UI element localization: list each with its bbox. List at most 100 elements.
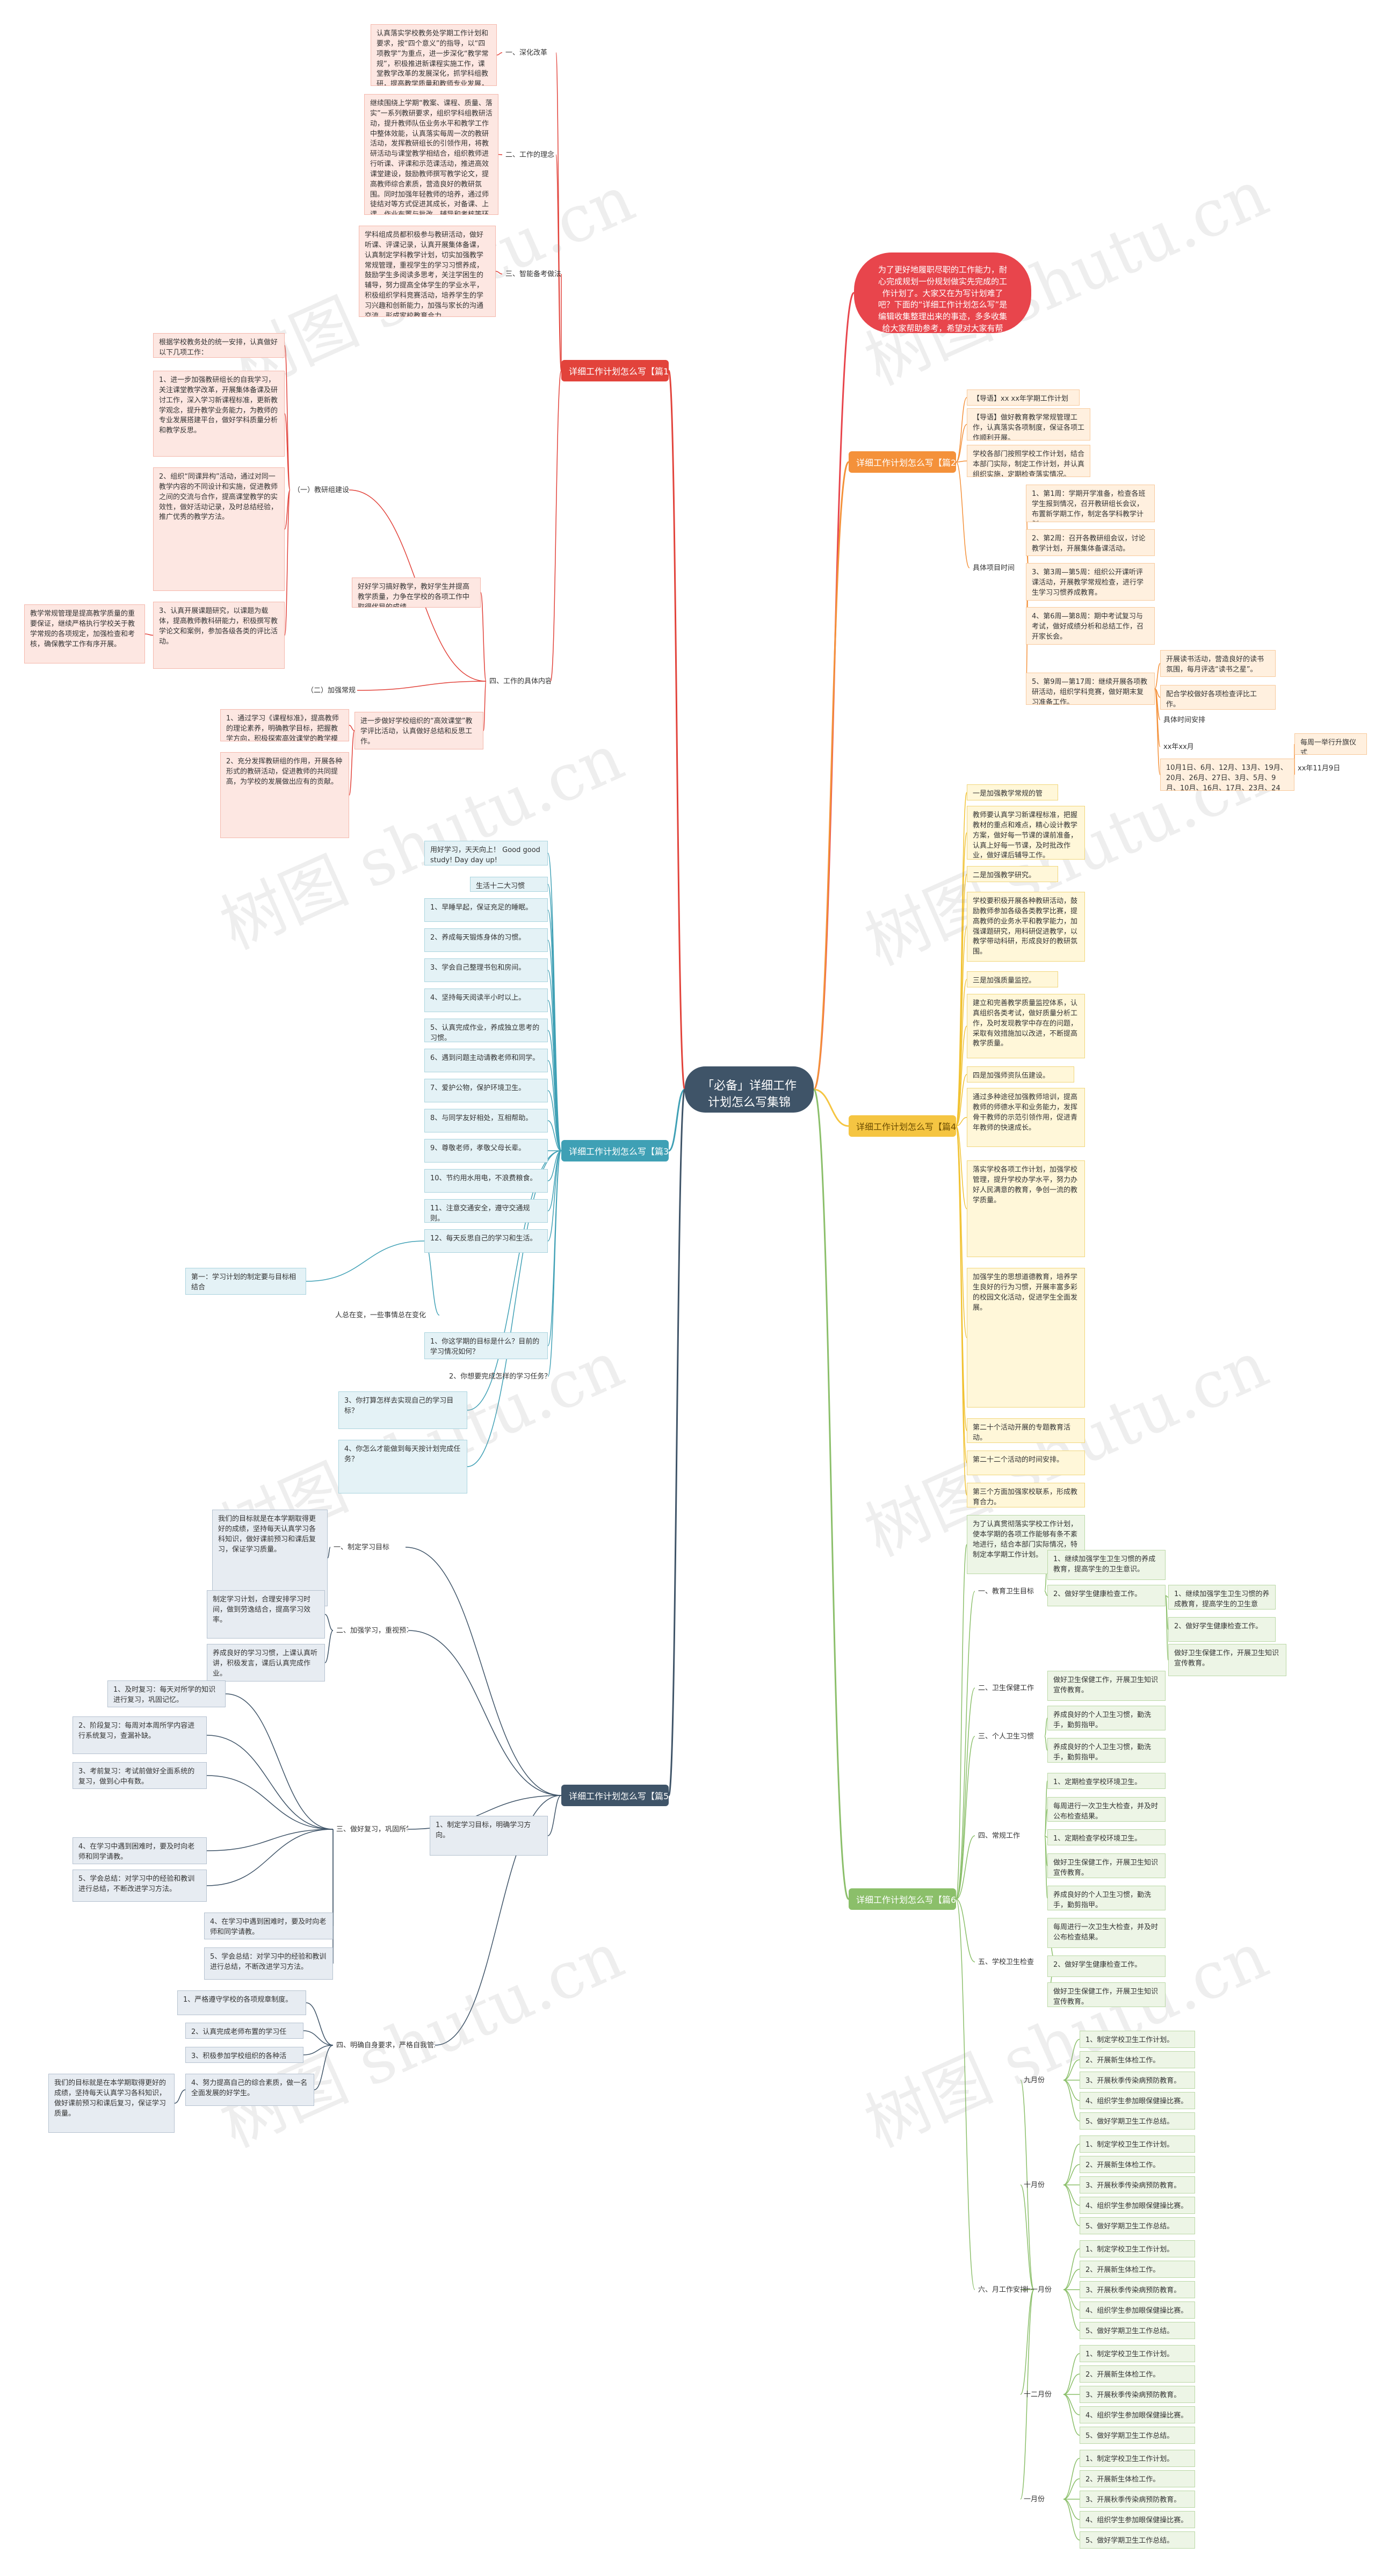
b4-text-q1: 第一：学习计划的制定要与目标相结合 (185, 1268, 306, 1295)
b6-month-item: 5、做好学期卫生工作总结。 (1080, 2112, 1195, 2130)
connector-line (483, 681, 487, 731)
connector-line (956, 460, 967, 463)
b1-label-goal: 二、工作的理念 (505, 151, 555, 159)
b6-month-item: 2、开展新生体检工作。 (1080, 2156, 1195, 2173)
connector-line (956, 1125, 967, 1209)
b1-label-reform: 一、深化改革 (505, 49, 548, 57)
connector-line (547, 1090, 562, 1151)
connector-line (303, 2030, 334, 2046)
b4-habit-item: 5、认真完成作业，养成独立思考的习惯。 (424, 1019, 548, 1042)
b2-text-d1: 1、第1周：学期开学准备，检查各班学生报到情况，召开教研组长会议，布置新学期工作… (1026, 485, 1155, 522)
connector-line (956, 1117, 967, 1127)
connector-line (327, 1547, 331, 1558)
connector-line (956, 1026, 967, 1127)
b6-label-6: 六、月工作安排 (978, 2286, 1027, 2294)
b4-text-q4: 3、你打算怎样去实现自己的学习目标？ (338, 1391, 467, 1429)
b5-text-e2: 2、认真完成老师布置的学习任务。 (185, 2023, 303, 2039)
b6-text-4e: 养成良好的个人卫生习惯，勤洗手，勤剪指甲。 (1047, 1886, 1166, 1910)
b1-text-sub1-b: 2、组织“同课异构”活动，通过对同一教学内容的不同设计和实施，促进教师之间的交流… (153, 467, 285, 591)
b6-label-2: 二、卫生保健工作 (978, 1684, 1034, 1692)
b5-text-e4: 4、努力提高自己的综合素质，做一名全面发展的好学生。 (185, 2074, 314, 2106)
intro-bubble[interactable]: 为了更好地履职尽职的工作能力，耐心完成规划一份规划做实先完成的工作计划了。大家又… (854, 252, 1031, 333)
b6-month-label: 九月份 (1024, 2076, 1045, 2084)
b4-text-q2: 1、你这学期的目标是什么？目前的学习情况如何？ (424, 1332, 548, 1359)
b6-month-item: 4、组织学生参加眼保健操比赛。 (1080, 2197, 1195, 2214)
connector-line (1063, 2499, 1080, 2541)
connector-line (956, 1125, 967, 1496)
connector-line (314, 2045, 334, 2090)
connector-line (1063, 2353, 1080, 2395)
connector-line (467, 1150, 562, 1411)
b5-text-a: 1、制定学习目标，明确学习方向。 (430, 1816, 548, 1856)
b6-text-2: 做好卫生保健工作，开展卫生知识宣传教育。 (1047, 1671, 1166, 1701)
branch-3[interactable]: 详细工作计划怎么写【篇4】 (849, 1115, 956, 1137)
connector-line (324, 1630, 334, 1663)
branch-2[interactable]: 详细工作计划怎么写【篇2】 (849, 451, 956, 473)
b6-month-item: 4、组织学生参加眼保健操比赛。 (1080, 2092, 1195, 2109)
connector-line (284, 489, 291, 636)
connector-line (956, 874, 967, 1127)
connector-line (668, 1088, 685, 1152)
connector-line (1063, 2373, 1080, 2395)
b6-text-5a: 每周进行一次卫生大检查，并及时公布检查结果。 (1047, 1918, 1166, 1948)
root-topic[interactable]: 「必备」详细工作计划怎么写集锦 (685, 1066, 814, 1113)
b4-habit-item: 7、爱护公物，保护环境卫生。 (424, 1079, 548, 1102)
b5-text-c1: 制定学习计划，合理安排学习时间，做到劳逸结合，提高学习效率。 (207, 1590, 325, 1639)
connector-line (349, 725, 355, 731)
connector-line (357, 681, 487, 691)
b1-label-content: 四、工作的具体内容 (489, 677, 551, 686)
connector-line (956, 424, 967, 463)
connector-line (206, 1735, 334, 1830)
branch-4[interactable]: 详细工作计划怎么写【篇3】 (561, 1140, 669, 1161)
b2-text-d2: 2、第2周：召开各教研组会议，讨论教学计划，开展集体备课活动。 (1026, 529, 1155, 556)
b6-label-4: 四、常规工作 (978, 1832, 1021, 1840)
connector-line (174, 2089, 186, 2104)
b4-text-q5: 4、你怎么才能做到每天按计划完成任务？ (338, 1440, 467, 1493)
b1-text-key: 学科组成员都积极参与教研活动，做好听课、评课记录，认真开展集体备课，认真制定学科… (359, 226, 496, 317)
b2-text-a: 【导语】xx xx年学期工作计划撰写 (967, 389, 1080, 406)
b6-month-item: 4、组织学生参加眼保健操比赛。 (1080, 2301, 1195, 2319)
b1-text-goal: 继续围绕上学期“教案、课程、质量、落实”一系列教研要求，组织学科组教研活动，提升… (364, 94, 498, 215)
connector-line (206, 1829, 334, 1851)
branch-6[interactable]: 详细工作计划怎么写【篇6】 (849, 1888, 956, 1910)
connector-line (1063, 2394, 1080, 2415)
branch-5[interactable]: 详细工作计划怎么写【篇5】 (561, 1785, 669, 1806)
b6-month-item: 5、做好学期卫生工作总结。 (1080, 2217, 1195, 2234)
connector-line (1020, 2289, 1034, 2395)
b6-text-4c: 1、定期检查学校环境卫生。 (1047, 1829, 1166, 1845)
b4-habit-item: 8、与同学友好相处，互相帮助。 (424, 1109, 548, 1132)
b1-text-sub1-a: 1、进一步加强教研组长的自我学习，关注课堂教学改革，开展集体备课及研讨工作，深入… (153, 371, 285, 457)
branch-1[interactable]: 详细工作计划怎么写【篇1】 (561, 360, 669, 381)
connector-line (306, 1240, 425, 1282)
b2-text-e1: 开展读书活动，营造良好的读书氛围，每月评选“读书之星”。 (1160, 650, 1276, 677)
connector-line (225, 1693, 334, 1830)
b1-text-reform: 认真落实学校教务处学期工作计划和要求，按“四个意义”的指导，以“四项教学”为重点… (371, 24, 497, 86)
b6-label-1: 一、教育卫生目标 (978, 1588, 1034, 1596)
connector-line (284, 413, 291, 490)
b6-month-label: 一月份 (1024, 2495, 1045, 2503)
b6-text-4d: 做好卫生保健工作，开展卫生知识宣传教育。 (1047, 1853, 1166, 1878)
b6-text-3b: 养成良好的个人卫生习惯，勤洗手，勤剪指甲。 (1047, 1738, 1166, 1763)
connector-line (555, 52, 562, 371)
connector-line (668, 370, 686, 1091)
b4-habit-item: 9、尊敬老师，孝敬父母长辈。 (424, 1139, 548, 1163)
connector-line (206, 1775, 334, 1830)
b3-text-4: 学校要积极开展各种教研活动，鼓励教师参加各级各类教学比赛，提高教师的业务水平和教… (967, 892, 1085, 962)
b4-habit-item: 10、节约用水用电，不浪费粮食。 (424, 1169, 548, 1193)
connector-line (1063, 2289, 1080, 2331)
connector-line (1154, 663, 1161, 689)
b1-text-sub1-c: 3、认真开展课题研究，以课题为载体，提高教师教科研能力，积极撰写教学论文和案例，… (153, 602, 285, 669)
b1-text-sub3-a: 1、通过学习《课程标准》，提高教师的理论素养，明确教学目标，把握教学方向，积极探… (220, 709, 349, 741)
connector-line (408, 1630, 562, 1796)
connector-line (496, 52, 503, 56)
connector-line (144, 633, 154, 636)
b2-text-d4: 4、第6周—第8周：期中考试复习与考试，做好成绩分析和总结工作，召开家长会。 (1026, 607, 1155, 645)
b1-text-sub3-b: 2、充分发挥教研组的作用，开展各种形式的教研活动，促进教师的共同提高，为学校的发… (220, 752, 349, 838)
connector-line (956, 1687, 975, 1900)
connector-line (284, 489, 291, 530)
connector-line (303, 2045, 334, 2055)
connector-line (1063, 2499, 1080, 2520)
b6-text-5c: 做好卫生保健工作，开展卫生知识宣传教育。 (1047, 1982, 1166, 2007)
b6-text-1b: 2、做好学生健康检查工作。 (1047, 1585, 1166, 1606)
